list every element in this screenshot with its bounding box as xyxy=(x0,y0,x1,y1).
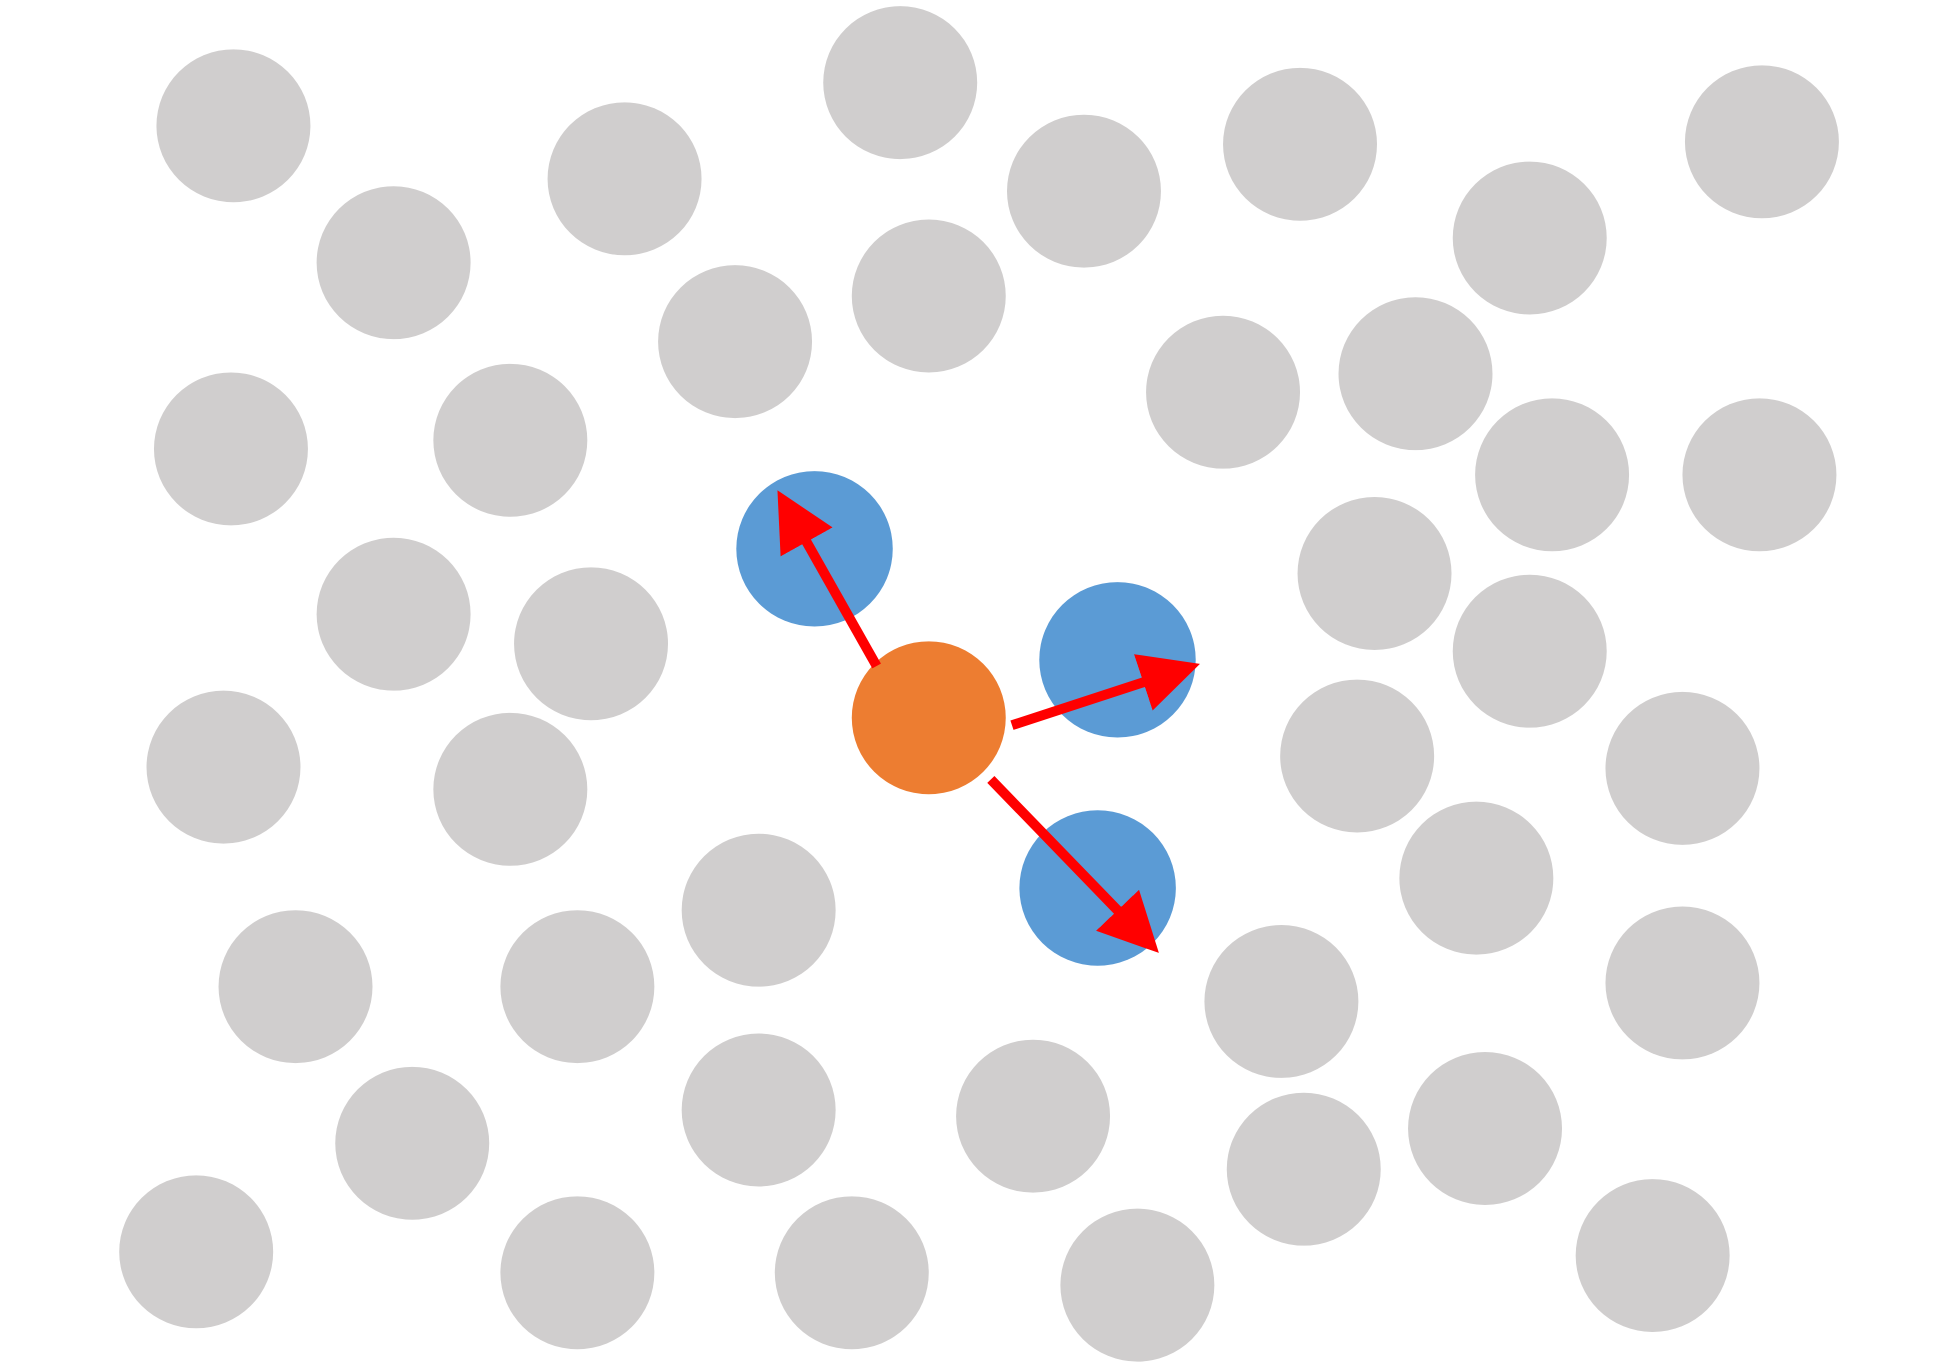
neighbor-particle xyxy=(316,186,471,340)
neighbor-particle xyxy=(1146,315,1301,469)
neighbor-particle xyxy=(500,910,655,1064)
neighbor-particle xyxy=(658,265,813,419)
neighbor-particle xyxy=(1575,1179,1730,1332)
neighbor-particle xyxy=(316,537,471,691)
neighbor-particle xyxy=(1226,1092,1381,1246)
neighbor-particle xyxy=(1006,114,1161,268)
neighbor-particle xyxy=(956,1039,1111,1193)
neighbor-particle xyxy=(119,1175,274,1329)
neighbor-particle xyxy=(156,49,311,203)
neighbor-particle xyxy=(1408,1052,1563,1205)
neighbor-particle xyxy=(1605,691,1760,845)
neighbor-particle xyxy=(1605,906,1760,1060)
neighbor-particle xyxy=(774,1196,929,1350)
force-arrows xyxy=(777,490,1200,953)
neighbor-particle xyxy=(1682,398,1837,552)
neighbor-particle xyxy=(335,1066,490,1220)
neighbor-particle xyxy=(1223,67,1378,221)
neighbor-particle xyxy=(500,1196,655,1350)
force-arrow-icon xyxy=(1010,654,1200,730)
neighbor-particle xyxy=(1452,574,1607,728)
neighbor-particle xyxy=(433,712,588,866)
interacting-particle xyxy=(1039,582,1196,738)
neighbor-particle xyxy=(1475,398,1630,552)
neighbor-particle xyxy=(514,567,669,721)
neighbor-particles xyxy=(119,6,1839,1362)
neighbor-particle xyxy=(1060,1208,1215,1362)
neighbor-particle xyxy=(433,363,588,517)
neighbor-particle xyxy=(681,1033,836,1187)
force-arrow-icon xyxy=(777,490,881,669)
neighbor-particle xyxy=(823,6,978,160)
neighbor-particle xyxy=(1297,497,1452,650)
neighbor-particle xyxy=(218,910,373,1064)
neighbor-particle xyxy=(1280,679,1435,833)
neighbor-particle xyxy=(1399,801,1554,955)
neighbor-particle xyxy=(851,219,1006,373)
neighbor-particle xyxy=(1684,65,1839,219)
neighbor-particle xyxy=(153,372,308,526)
neighbor-particle xyxy=(1452,161,1607,315)
central-particle-group xyxy=(851,641,1006,795)
neighbor-particle xyxy=(146,690,301,844)
neighbor-particle xyxy=(547,102,702,256)
neighbor-particle xyxy=(681,833,836,987)
neighbor-particle xyxy=(1204,925,1359,1078)
central-particle xyxy=(851,641,1006,795)
force-arrow-icon xyxy=(987,776,1159,953)
neighbor-particle xyxy=(1338,297,1493,451)
